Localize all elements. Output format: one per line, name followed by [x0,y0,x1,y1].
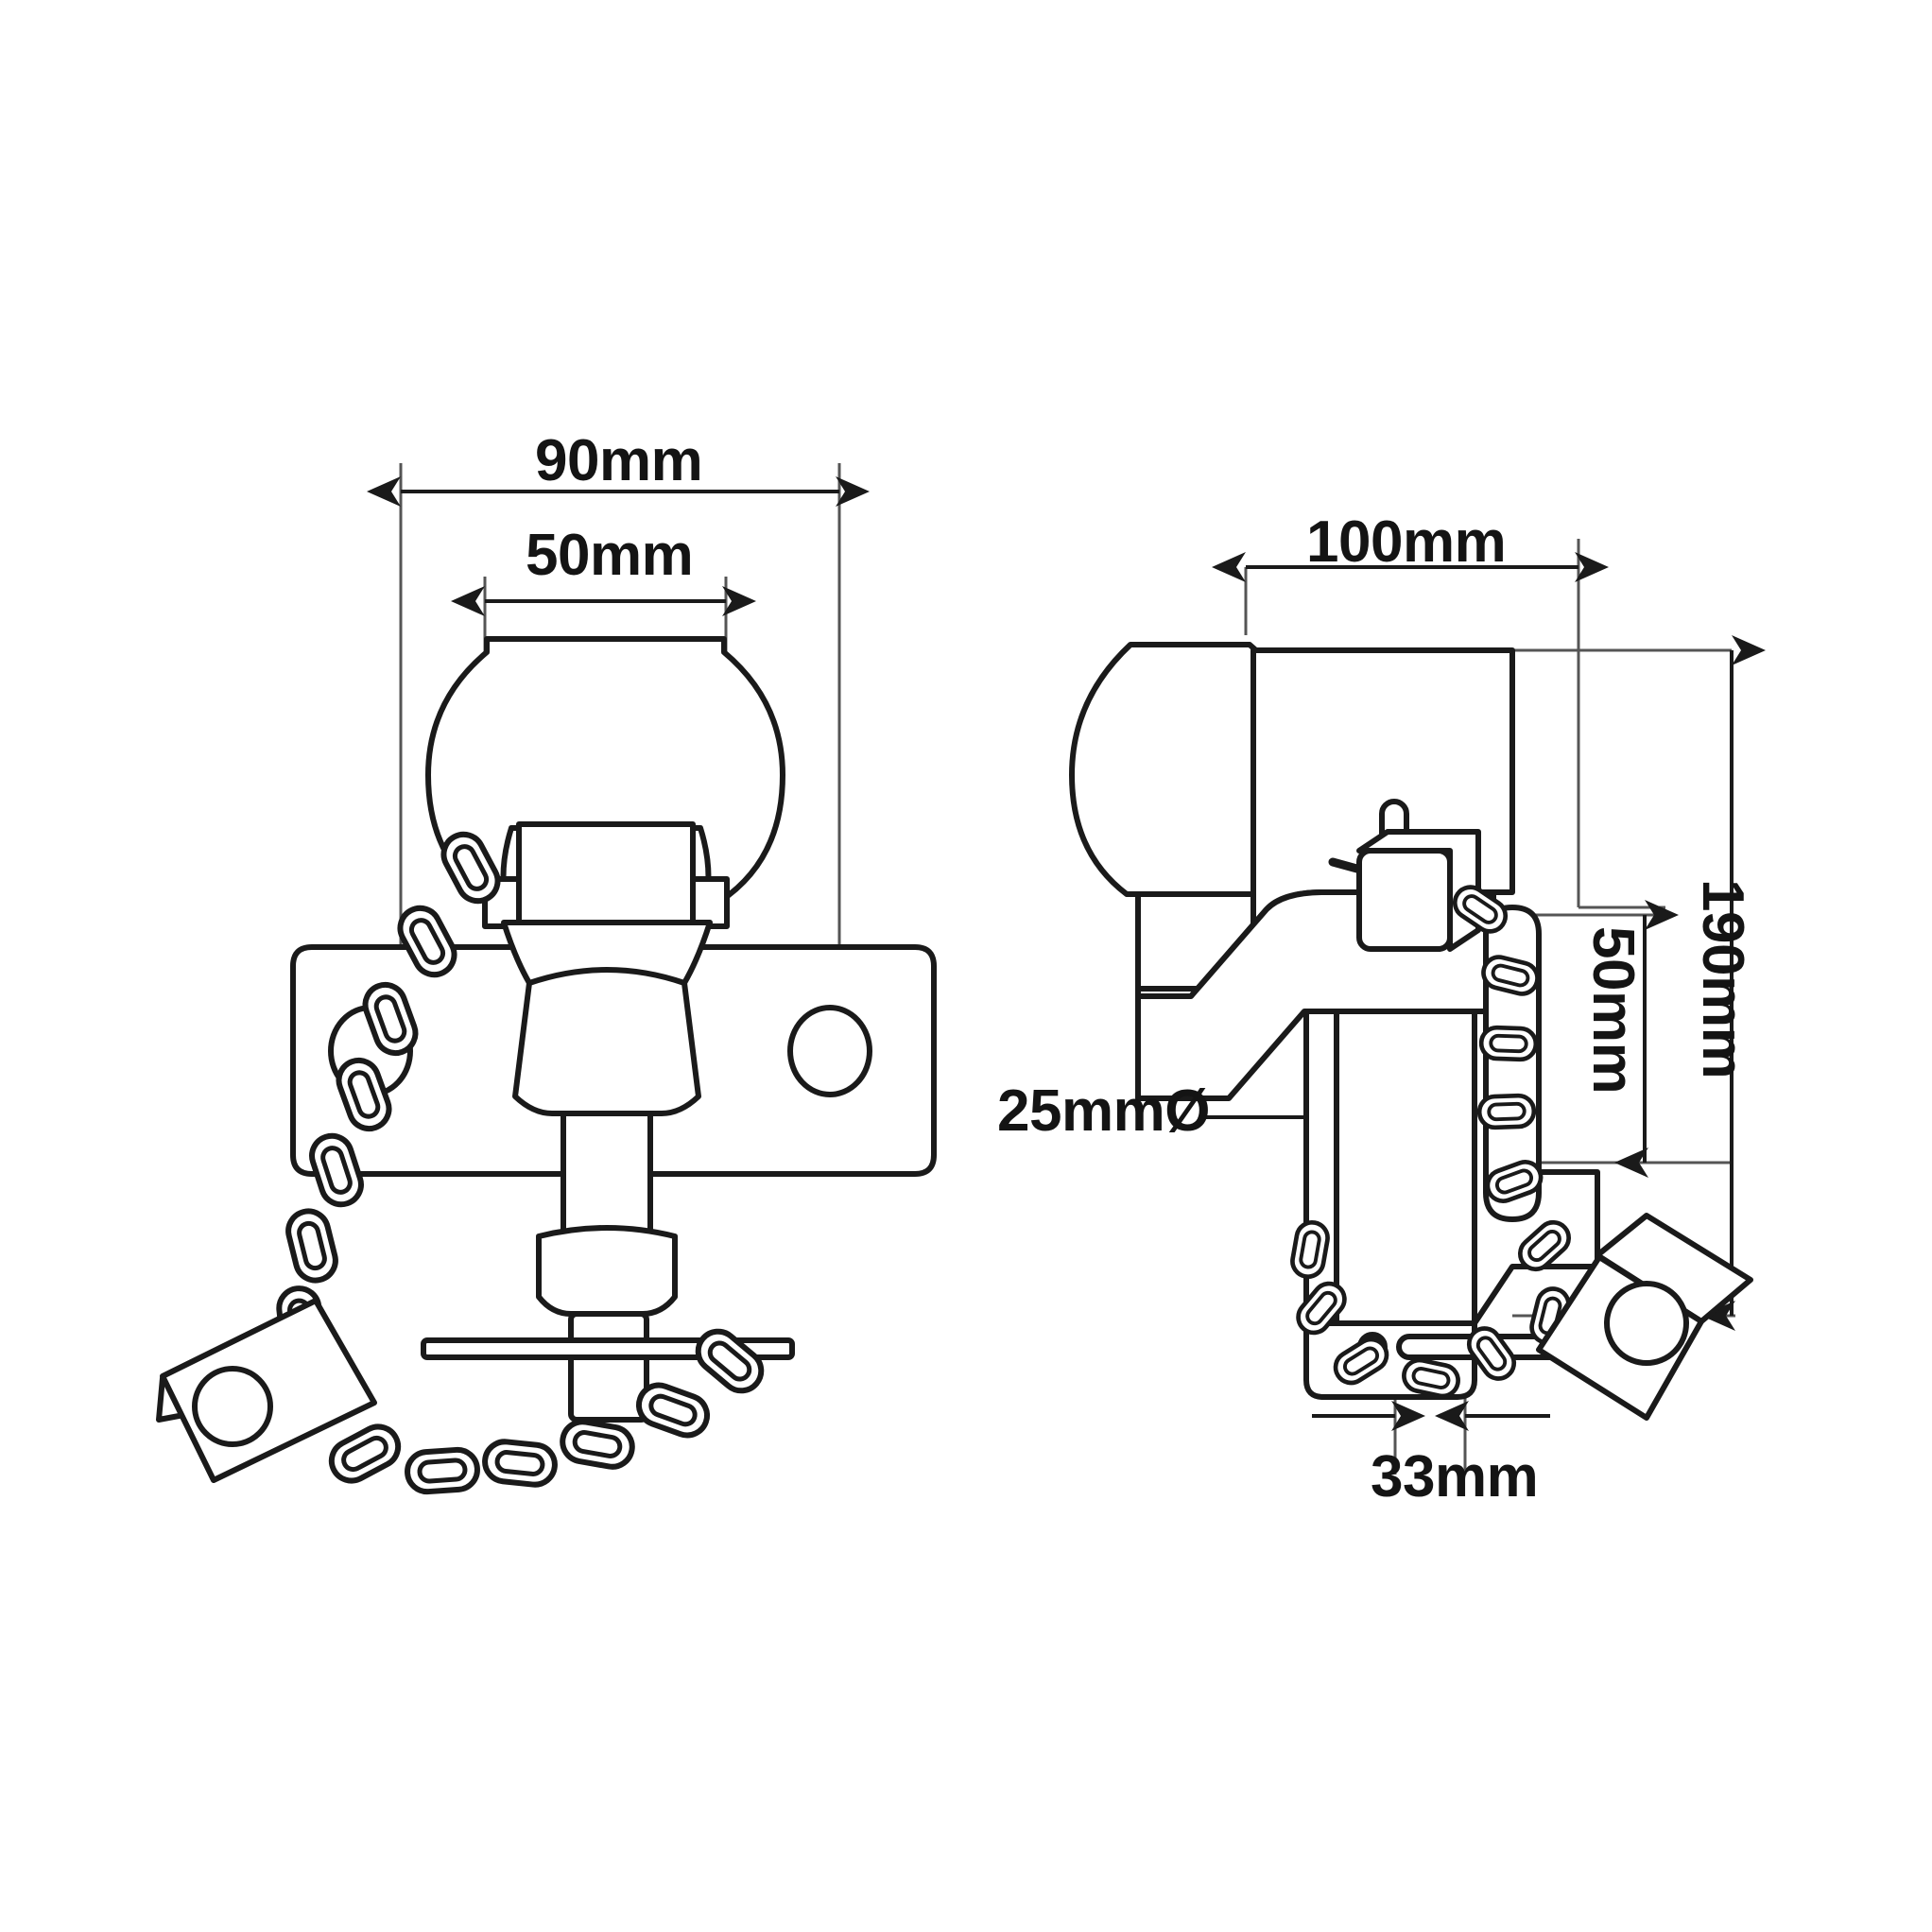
side-body [1069,642,1600,1400]
front-body [290,636,937,1423]
ball-neck [516,821,696,925]
front-id-tag [156,1298,377,1483]
plate-hole-right [787,1005,872,1097]
neck-right-tab [690,876,730,929]
side-view-group [1069,539,1766,1475]
dimension-label-25-diameter: 25mmØ [997,1078,1210,1144]
dimension-label-50: 50mm [526,523,694,588]
body-block [1334,1009,1477,1326]
pin-housing-side [1356,829,1481,952]
shank [561,1111,653,1239]
lower-shank [568,1311,649,1423]
collar-body [512,967,701,1116]
dimension-label-33: 33mm [1371,1444,1539,1509]
front-view-group [156,463,937,1493]
dimension-label-90: 90mm [535,428,703,493]
dimension-label-50-tongue: 50mm [1580,926,1646,1095]
dimension-label-100: 100mm [1306,509,1507,575]
lower-collar [536,1225,678,1317]
dimension-label-190: 190mm [1690,879,1755,1079]
pin-housing [1356,848,1453,952]
side-id-tag [1536,1213,1753,1421]
